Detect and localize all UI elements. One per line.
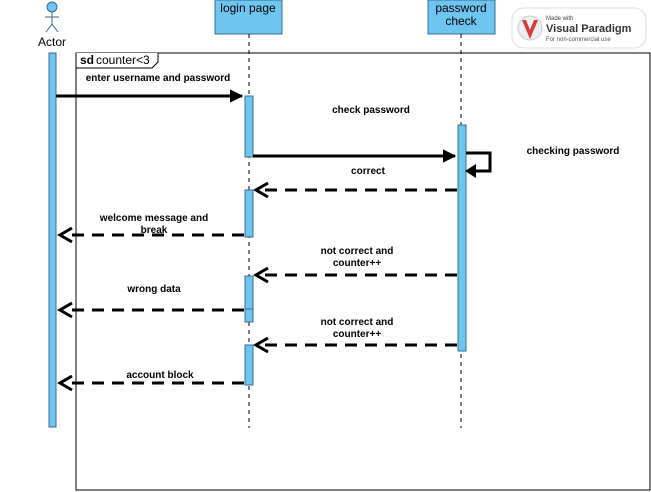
actor-label: Actor <box>38 35 66 49</box>
self-message-arrowhead <box>465 164 476 178</box>
login-activation <box>244 308 254 323</box>
password-check-label-1: password <box>435 1 486 15</box>
message-label: check password <box>332 105 410 116</box>
password-check-head <box>427 0 496 35</box>
badge-brand: Visual Paradigm <box>546 23 632 35</box>
return-arrows <box>66 188 457 385</box>
message-labels: enter username and password check passwo… <box>86 73 620 381</box>
login-activation <box>244 344 254 386</box>
message-label: counter++ <box>333 258 382 269</box>
login-activation <box>244 95 254 158</box>
visual-paradigm-logo-icon <box>517 15 543 41</box>
fragment-keyword: sd <box>80 53 94 67</box>
login-activation <box>244 275 254 310</box>
login-activation <box>244 189 254 238</box>
password-check-label-2: check <box>445 14 477 28</box>
message-label: correct <box>351 166 386 177</box>
fragment-guard: counter<3 <box>96 53 150 67</box>
badge-note: For non-commercial use <box>546 37 611 43</box>
message-label: welcome message and <box>99 213 208 224</box>
message-label: break <box>141 225 168 236</box>
actor: Actor <box>38 1 66 428</box>
lifeline-password-check: password check <box>427 0 496 428</box>
login-page-head <box>214 0 283 35</box>
messages <box>56 89 492 392</box>
return-arrowheads <box>57 181 269 392</box>
message-label: wrong data <box>126 284 181 295</box>
message-label: checking password <box>527 146 620 157</box>
login-page-label: login page <box>220 1 276 15</box>
lifeline-login-page: login page <box>214 0 283 428</box>
message-label: not correct and <box>321 317 394 328</box>
self-message-arrow <box>466 151 492 173</box>
actor-activation <box>48 52 57 428</box>
message-label: enter username and password <box>86 73 231 84</box>
combined-fragment: sd counter<3 <box>75 52 651 491</box>
message-label: account block <box>126 370 194 381</box>
message-label: counter++ <box>333 329 382 340</box>
password-activation <box>457 124 467 352</box>
badge-small-text: Made with <box>546 16 573 22</box>
visual-paradigm-badge: Made with Visual Paradigm For non-commer… <box>511 7 647 49</box>
message-label: not correct and <box>321 246 394 257</box>
